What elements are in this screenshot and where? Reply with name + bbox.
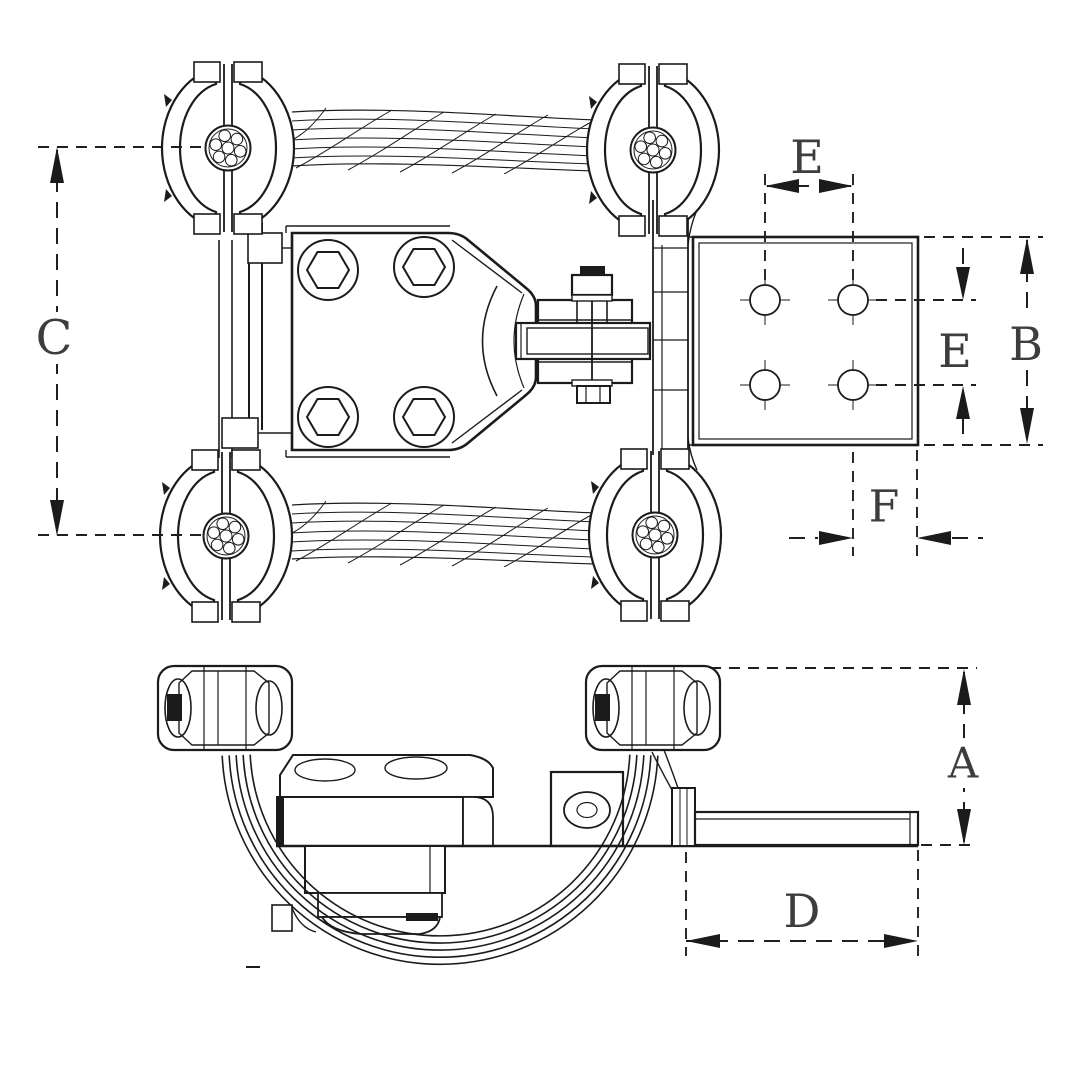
dimension-c: C [30,146,204,536]
dimension-label-e-top: E [790,130,824,184]
hex-bolt [393,236,455,298]
hex-bolt [393,386,455,448]
left-strap [218,222,293,458]
right-strap [652,200,698,471]
clevis-assembly [514,266,652,404]
dimensions: C E E B [30,130,1050,956]
dimension-a: A [710,667,987,846]
clamp-top-left [160,60,296,236]
dimension-e-top: E [764,130,854,283]
mounting-arm [651,749,920,847]
dimension-label-b: B [1009,317,1043,371]
clamp-bottom-left [158,448,294,624]
dimension-label-a: A [947,739,979,788]
clamp-side-right [584,664,722,752]
dimension-d: D [685,850,919,956]
dimension-label-f: F [869,482,900,533]
hex-bolt [297,386,359,448]
plate-hole [828,275,878,325]
plate-hole [740,275,790,325]
dimension-e-right: E [876,248,976,436]
dimension-label-c: C [36,310,73,366]
side-view [156,664,920,968]
dimension-label-e-right: E [938,324,972,378]
plate-hole [828,360,878,410]
hex-bolt [297,239,359,301]
conductor-top [292,108,595,174]
cable-bow [221,754,659,965]
plate-hole [740,360,790,410]
clamp-bottom-right [587,447,723,623]
dimension-label-d: D [784,884,821,938]
mounting-plate [688,235,920,447]
body-side [246,754,918,968]
conductor-bottom [292,501,595,567]
center-body [285,225,538,458]
clamp-side-left [156,664,294,752]
dimension-b: B [924,236,1050,446]
dimension-f: F [789,450,983,556]
top-view [158,60,920,624]
